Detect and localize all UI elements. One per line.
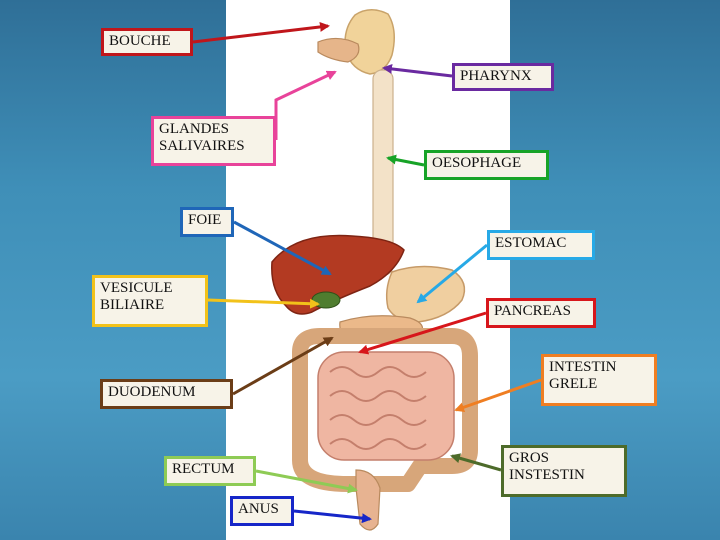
gallbladder (311, 291, 341, 309)
label-foie: FOIE (180, 207, 234, 237)
label-anus: ANUS (230, 496, 294, 526)
label-pharynx: PHARYNX (452, 63, 554, 91)
label-gros-intestin: GROS INSTESTIN (501, 445, 627, 497)
label-glandes-salivaires: GLANDES SALIVAIRES (151, 116, 276, 166)
small-intestine-loops (329, 366, 427, 450)
label-duodenum: DUODENUM (100, 379, 233, 409)
label-oesophage: OESOPHAGE (424, 150, 549, 180)
stomach (385, 265, 466, 323)
label-bouche: BOUCHE (101, 28, 193, 56)
label-vesicule-biliaire: VESICULE BILIAIRE (92, 275, 208, 327)
label-rectum: RECTUM (164, 456, 256, 486)
tongue (317, 37, 360, 63)
label-pancreas: PANCREAS (486, 298, 596, 328)
label-intestin-grele: INTESTIN GRELE (541, 354, 657, 406)
label-estomac: ESTOMAC (487, 230, 595, 260)
